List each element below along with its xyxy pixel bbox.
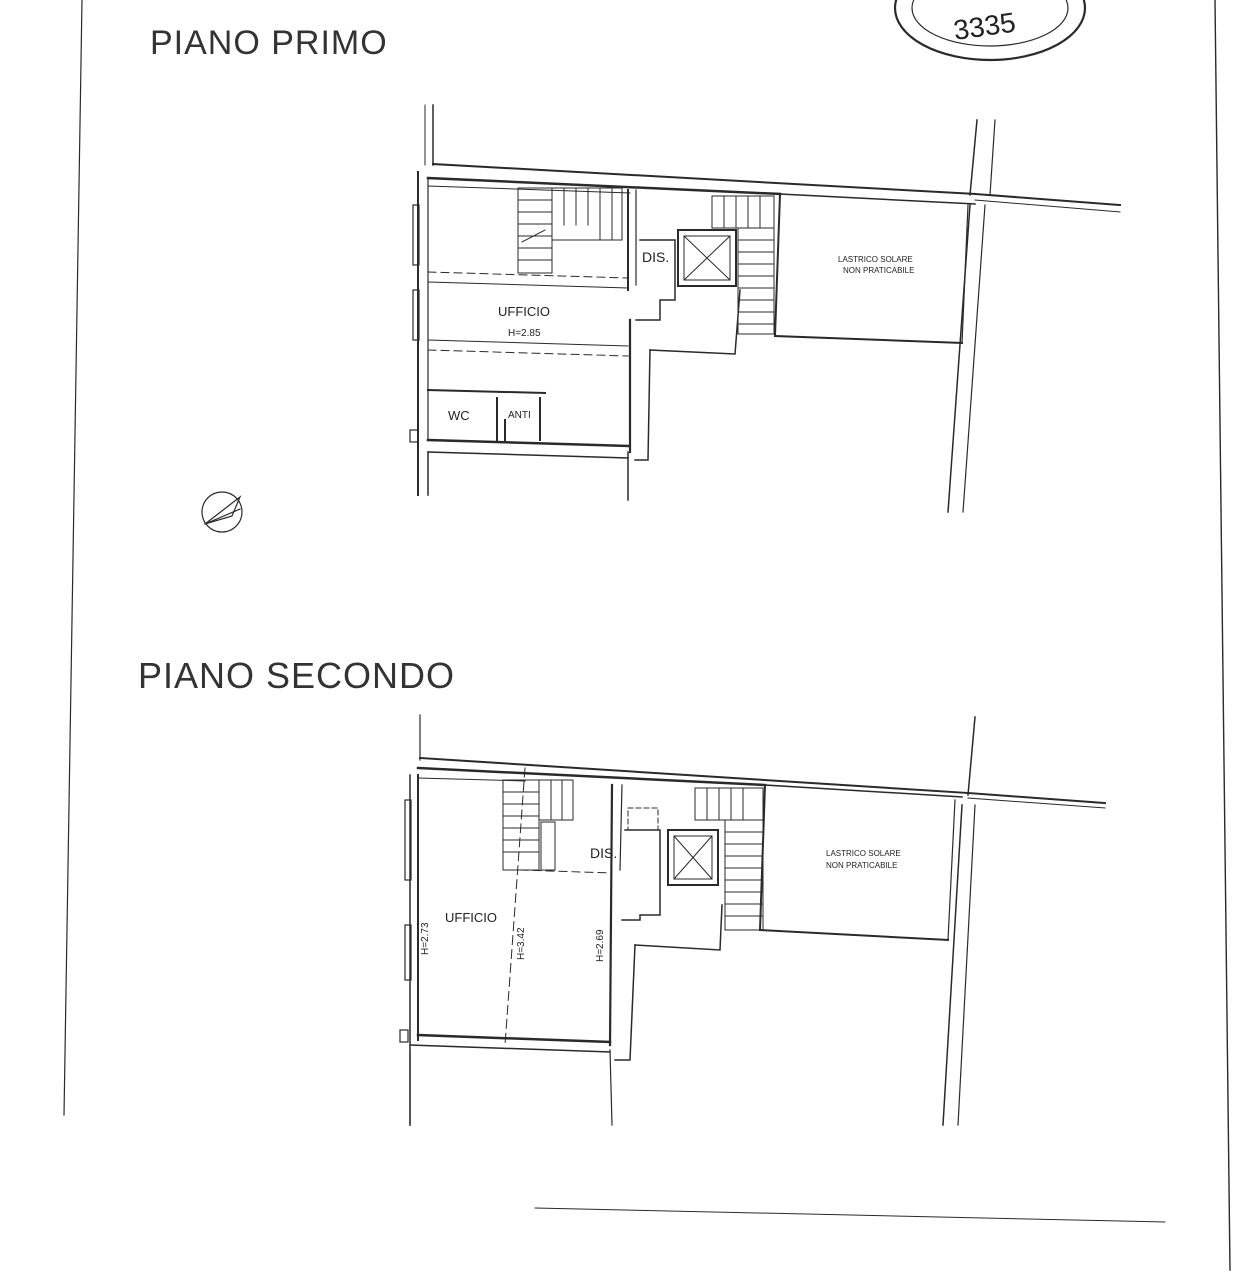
second-floor-plan [399, 714, 1107, 1126]
first-floor-plan [409, 104, 1122, 513]
first-floor-wc-label: WC [448, 408, 470, 423]
first-floor-dis-label: DIS. [642, 249, 669, 265]
second-floor-height-right: H=2.69 [595, 929, 606, 962]
second-floor-height-left: H=2.73 [420, 922, 431, 955]
second-floor-height-mid: H=3.42 [516, 927, 527, 960]
page-border-bottom [534, 1207, 1166, 1223]
second-floor-title: PIANO SECONDO [138, 655, 456, 696]
stamp-number: 3335 [952, 7, 1018, 46]
second-floor-ufficio-label: UFFICIO [445, 910, 497, 925]
stamp-seal [893, 0, 1087, 62]
north-arrow-icon [201, 491, 243, 533]
second-floor-dis-label: DIS. [590, 845, 617, 861]
first-floor-ufficio-label: UFFICIO [498, 304, 550, 319]
first-floor-terrace-line2: NON PRATICABILE [843, 266, 914, 275]
second-floor-terrace-line1: LASTRICO SOLARE [826, 849, 901, 858]
page-border-left [63, 0, 83, 1116]
page-border-right [1214, 0, 1231, 1271]
first-floor-title: PIANO PRIMO [150, 24, 388, 62]
first-floor-ufficio-height: H=2.85 [508, 328, 541, 339]
second-floor-terrace-line2: NON PRATICABILE [826, 861, 897, 870]
first-floor-terrace-line1: LASTRICO SOLARE [838, 255, 913, 264]
first-floor-anti-label: ANTI [508, 410, 531, 421]
